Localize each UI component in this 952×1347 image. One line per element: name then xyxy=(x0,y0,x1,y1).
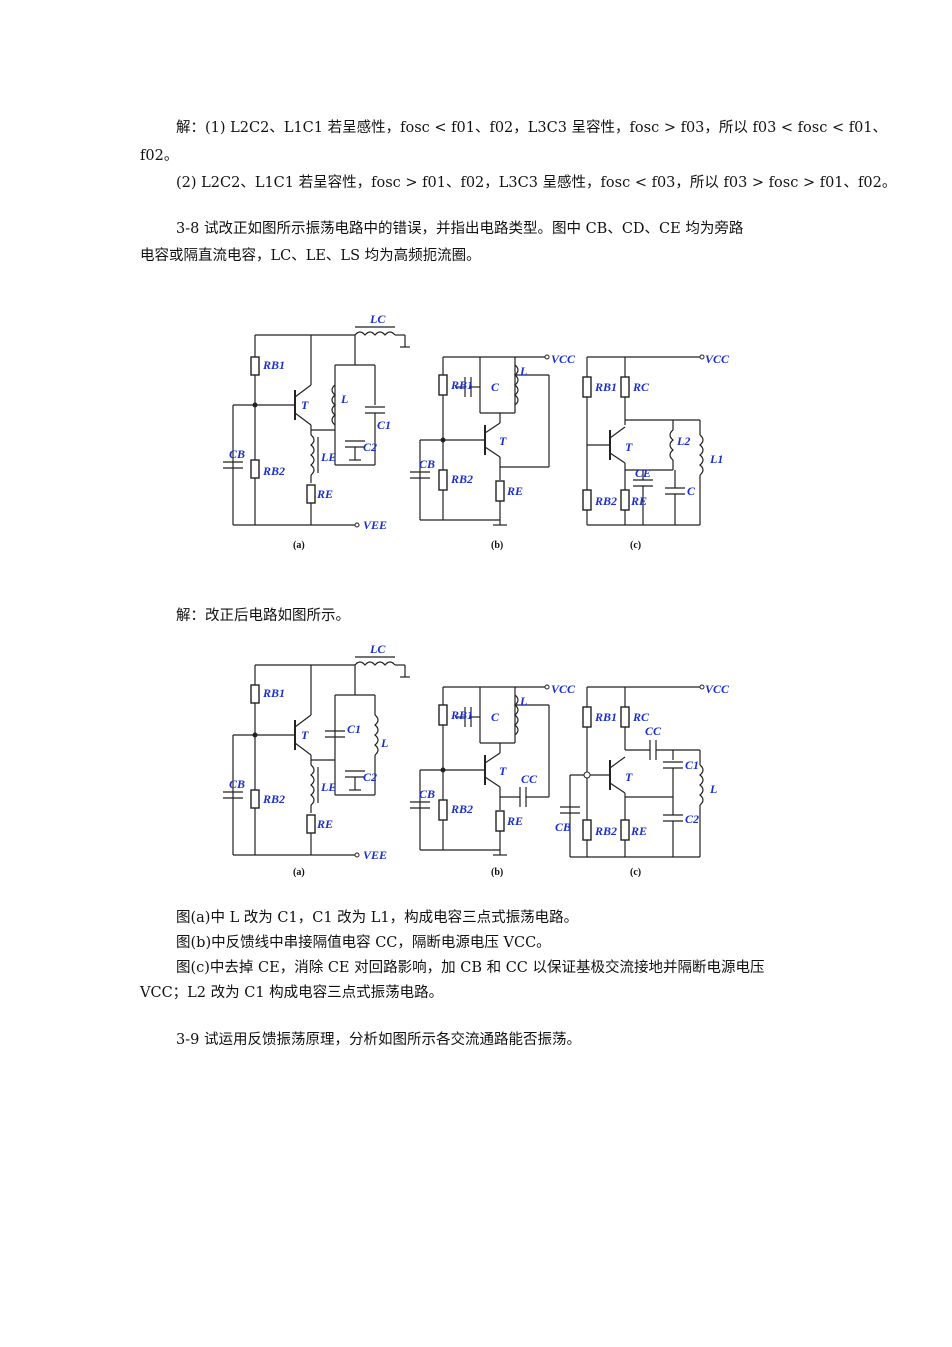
caption-c: (c) xyxy=(630,540,641,551)
re-resistor xyxy=(306,484,316,504)
rb1-label-2: RB1 xyxy=(262,686,285,700)
solution-1-line-3: (2) L2C2、L1C1 若呈容性，fosc > f01、f02，L3C3 呈… xyxy=(176,175,897,191)
rb2-label-c: RB2 xyxy=(594,494,617,508)
c-label-b-2: C xyxy=(491,710,500,724)
caption-a-2: (a) xyxy=(293,867,305,878)
problem-3-8-line-1: 3-8 试改正如图所示振荡电路中的错误，并指出电路类型。图中 CB、CD、CE … xyxy=(176,221,744,237)
explanation-b: 图(b)中反馈线中串接隔值电容 CC，隔断电源电压 VCC。 xyxy=(176,935,551,951)
l1-label-c: L1 xyxy=(709,452,723,466)
t-label-2: T xyxy=(301,728,309,742)
t-label-b: T xyxy=(499,434,507,448)
rb2-label-2: RB2 xyxy=(262,792,285,806)
rb1-label-b-2: RB1 xyxy=(450,708,473,722)
lc-label: LC xyxy=(369,312,386,326)
l-label-b-2: L xyxy=(519,694,527,708)
c1-label: C1 xyxy=(377,418,391,432)
re-label-c-2: RE xyxy=(630,824,647,838)
problem-3-9: 3-9 试运用反馈振荡原理，分析如图所示各交流通路能否振荡。 xyxy=(176,1032,581,1048)
vcc-label-b: VCC xyxy=(551,352,576,366)
explanation-c-line-2: VCC；L2 改为 C1 构成电容三点式振荡电路。 xyxy=(140,985,444,1001)
c1-label-2: C1 xyxy=(347,722,361,736)
circuit-a-corrected xyxy=(223,656,410,858)
circuit-c-original xyxy=(582,354,705,526)
rb1-label-c: RB1 xyxy=(594,380,617,394)
ce-label-c: CE xyxy=(635,466,651,480)
rb1-label-c-2: RB1 xyxy=(594,710,617,724)
circuit-a-original xyxy=(223,326,410,528)
t-label: T xyxy=(301,398,309,412)
rc-label-c-2: RC xyxy=(632,710,650,724)
rb1-label-b: RB1 xyxy=(450,378,473,392)
c2-label: C2 xyxy=(363,440,377,454)
explanation-c-line-1: 图(c)中去掉 CE，消除 CE 对回路影响，加 CB 和 CC 以保证基极交流… xyxy=(176,960,765,976)
corrected-circuits-figure: LC RB1 T C1 L C2 LE RE RB2 CB VEE (a) xyxy=(223,642,730,878)
cc-label-c-2: CC xyxy=(645,724,662,738)
re-label-c: RE xyxy=(630,494,647,508)
rb2-label-c-2: RB2 xyxy=(594,824,617,838)
c2-label-2: C2 xyxy=(363,770,377,784)
lc-label-2: LC xyxy=(369,642,386,656)
rc-label-c: RC xyxy=(632,380,650,394)
t-label-b-2: T xyxy=(499,764,507,778)
solution-2-intro: 解：改正后电路如图所示。 xyxy=(176,608,350,624)
original-circuits-figure: LC RB1 T L C1 C2 LE RE RB2 CB VEE (a) xyxy=(223,312,730,551)
rb2-label: RB2 xyxy=(262,464,285,478)
cb-label-c-2: CB xyxy=(555,820,571,834)
cb-label-b: CB xyxy=(419,457,435,471)
rb2-resistor xyxy=(250,459,260,479)
rb1-label: RB1 xyxy=(262,358,285,372)
le-label-2: LE xyxy=(320,780,336,794)
circuit-b-corrected xyxy=(410,684,550,856)
caption-a: (a) xyxy=(293,540,305,551)
c2-label-c-2: C2 xyxy=(685,812,699,826)
t-label-c-2: T xyxy=(625,770,633,784)
le-label: LE xyxy=(320,450,336,464)
rb1-resistor xyxy=(250,356,260,376)
t-label-c: T xyxy=(625,440,633,454)
vee-label-2: VEE xyxy=(363,848,387,862)
l-label-c-2: L xyxy=(709,782,717,796)
vee-label: VEE xyxy=(363,518,387,532)
circuit-b-original xyxy=(410,354,550,526)
l2-label-c: L2 xyxy=(676,434,690,448)
vcc-label-b-2: VCC xyxy=(551,682,576,696)
cb-label: CB xyxy=(229,447,245,461)
re-label: RE xyxy=(316,487,333,501)
vcc-label-c: VCC xyxy=(705,352,730,366)
l-label-2: L xyxy=(380,736,388,750)
problem-3-8-line-2: 电容或隔直流电容，LC、LE、LS 均为高频扼流圈。 xyxy=(140,248,481,264)
caption-c-2: (c) xyxy=(630,867,641,878)
cc-label-b-2: CC xyxy=(521,772,538,786)
rb2-label-b-2: RB2 xyxy=(450,802,473,816)
vcc-label-c-2: VCC xyxy=(705,682,730,696)
re-label-b-2: RE xyxy=(506,814,523,828)
cb-label-b-2: CB xyxy=(419,787,435,801)
cb-label-2: CB xyxy=(229,777,245,791)
circuit-c-corrected xyxy=(560,684,705,858)
rb2-label-b: RB2 xyxy=(450,472,473,486)
solution-1-line-2: f02。 xyxy=(140,148,179,164)
re-label-b: RE xyxy=(506,484,523,498)
caption-b: (b) xyxy=(491,540,503,551)
re-label-2: RE xyxy=(316,817,333,831)
l-label-b: L xyxy=(519,364,527,378)
explanation-a: 图(a)中 L 改为 C1，C1 改为 L1，构成电容三点式振荡电路。 xyxy=(176,910,579,926)
c-label-b: C xyxy=(491,380,500,394)
l-label: L xyxy=(340,392,348,406)
c1-label-c-2: C1 xyxy=(685,758,699,772)
caption-b-2: (b) xyxy=(491,867,503,878)
c-label-c: C xyxy=(687,484,696,498)
solution-1-line-1: 解：(1) L2C2、L1C1 若呈感性，fosc < f01、f02，L3C3… xyxy=(176,120,888,136)
